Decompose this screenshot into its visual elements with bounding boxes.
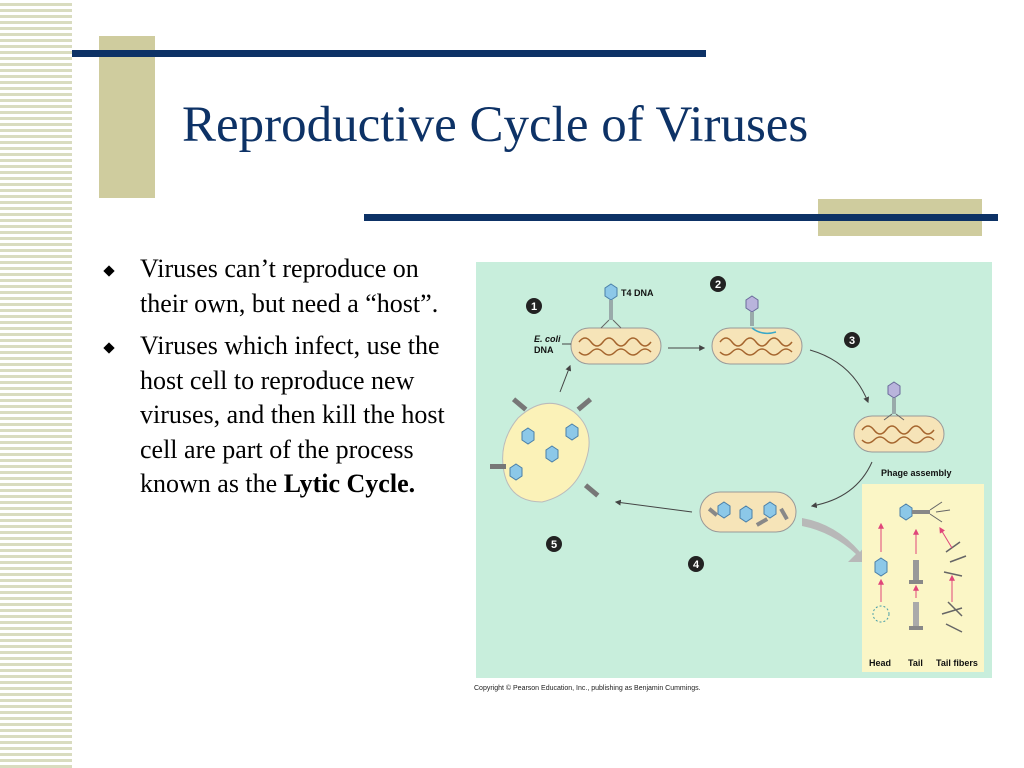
head-label: Head: [869, 658, 891, 668]
lysed-cell-step-5: [490, 397, 600, 503]
decorative-stripes: [0, 0, 72, 768]
bullet-item: Viruses which infect, use the host cell …: [103, 329, 463, 502]
diamond-bullet-icon: [103, 265, 115, 277]
assembly-cell-step-4: [699, 491, 797, 533]
step-badge: 1: [526, 298, 542, 314]
flow-arrow: [810, 461, 873, 509]
infected-cell-step-2: [711, 295, 803, 365]
dna-label: DNA: [534, 345, 554, 355]
phage-parts-panel: Head Tail Tail fibers: [862, 484, 984, 672]
ecoli-label: E. coli: [534, 334, 561, 344]
flow-arrow: [614, 499, 693, 513]
bullet-list: Viruses can’t reproduce on their own, bu…: [103, 252, 463, 510]
step-number: 2: [715, 279, 721, 291]
infected-cell-step-3: [853, 381, 945, 453]
step-badge: 5: [546, 536, 562, 552]
diamond-bullet-icon: [103, 342, 115, 354]
zoom-arrow: [802, 518, 868, 562]
step-number: 3: [849, 335, 855, 347]
lytic-cycle-figure: 1 T4 DNA E. coli DNA 2 3: [476, 262, 992, 678]
bullet-item: Viruses can’t reproduce on their own, bu…: [103, 252, 463, 321]
infected-cell-step-1: [570, 283, 662, 365]
lytic-cycle-diagram: 1 T4 DNA E. coli DNA 2 3: [490, 276, 984, 672]
slide-title: Reproductive Cycle of Viruses: [182, 97, 809, 153]
bullet-text: Viruses can’t reproduce on their own, bu…: [140, 254, 439, 318]
title-tan-block: [99, 36, 155, 198]
step-badge: 4: [688, 556, 704, 572]
step-number: 1: [531, 301, 537, 313]
t4-dna-label: T4 DNA: [621, 288, 654, 298]
phage-assembly-label: Phage assembly: [881, 468, 952, 478]
title-bottom-rule: [364, 214, 998, 221]
step-badge: 3: [844, 332, 860, 348]
step-number: 4: [693, 559, 700, 571]
tail-label: Tail: [908, 658, 923, 668]
flow-arrow: [559, 364, 572, 393]
flow-arrow: [809, 349, 870, 404]
bullet-text: Viruses which infect, use the host cell …: [140, 331, 445, 498]
step-badge: 2: [710, 276, 726, 292]
tail-fibers-label: Tail fibers: [936, 658, 978, 668]
figure-caption: Copyright © Pearson Education, Inc., pub…: [474, 685, 701, 692]
lytic-cycle-term: Lytic Cycle.: [283, 469, 416, 498]
step-number: 5: [551, 539, 557, 551]
title-top-rule: [72, 50, 706, 57]
